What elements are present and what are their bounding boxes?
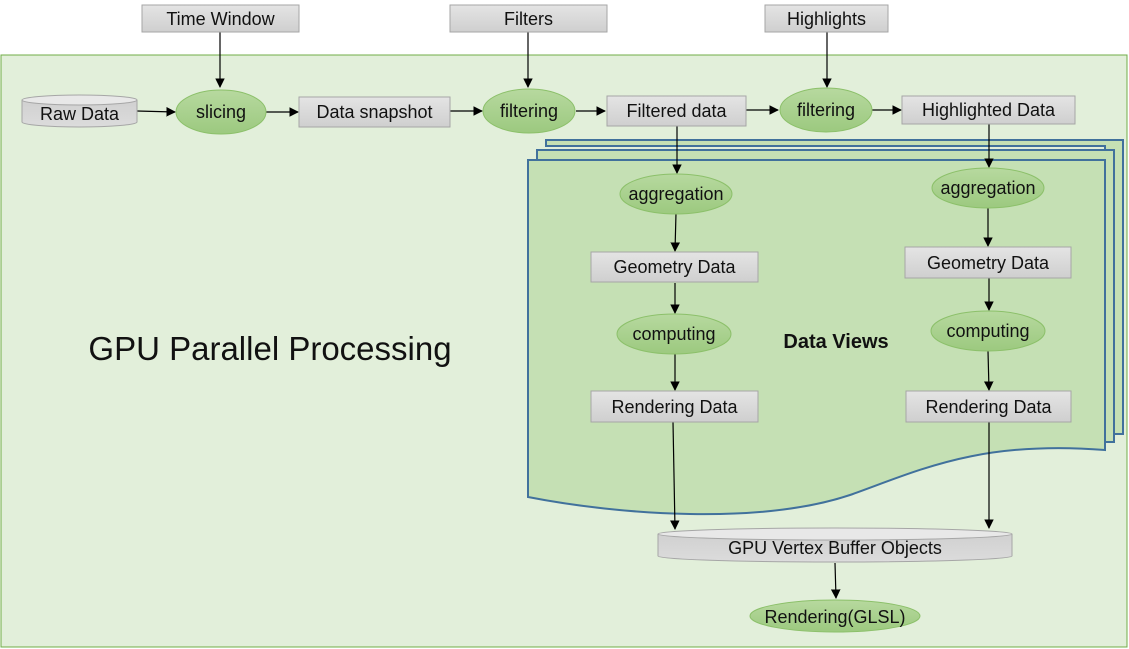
right-computing-node: computing <box>930 310 1046 352</box>
gpu-region-label: GPU Parallel Processing <box>88 330 451 367</box>
time-window-box: Time Window <box>141 4 300 33</box>
right-computing-label: computing <box>946 321 1029 341</box>
filtered-data-box: Filtered data <box>606 95 747 127</box>
filtered-data-label: Filtered data <box>626 101 727 121</box>
data-snapshot-label: Data snapshot <box>316 102 432 122</box>
highlights-box: Highlights <box>764 4 889 33</box>
left-geometry-box: Geometry Data <box>590 251 759 283</box>
left-computing-label: computing <box>632 324 715 344</box>
connectors <box>136 32 994 599</box>
highlights-label: Highlights <box>787 9 866 29</box>
filtering-node-1: filtering <box>482 88 576 134</box>
right-aggregation-label: aggregation <box>940 178 1035 198</box>
filtering-label-1: filtering <box>500 101 558 121</box>
left-rendering-label: Rendering Data <box>611 397 738 417</box>
time-window-label: Time Window <box>166 9 275 29</box>
slicing-label: slicing <box>196 102 246 122</box>
right-aggregation-node: aggregation <box>931 167 1045 209</box>
left-rendering-box: Rendering Data <box>590 390 759 423</box>
raw-data-cylinder: Raw Data <box>21 94 138 128</box>
left-aggregation-label: aggregation <box>628 184 723 204</box>
vbo-cylinder: GPU Vertex Buffer Objects <box>657 527 1013 563</box>
rendering-glsl-node: Rendering(GLSL) <box>749 599 921 633</box>
vbo-label: GPU Vertex Buffer Objects <box>728 538 942 558</box>
left-aggregation-node: aggregation <box>619 173 733 215</box>
left-computing-node: computing <box>616 313 732 355</box>
filters-label: Filters <box>504 9 553 29</box>
right-geometry-label: Geometry Data <box>927 253 1050 273</box>
data-snapshot-box: Data snapshot <box>298 96 451 128</box>
right-rendering-box: Rendering Data <box>905 390 1072 423</box>
raw-data-label: Raw Data <box>40 104 120 124</box>
highlighted-data-box: Highlighted Data <box>901 95 1076 125</box>
rendering-glsl-label: Rendering(GLSL) <box>764 607 905 627</box>
right-rendering-label: Rendering Data <box>925 397 1052 417</box>
highlighted-data-label: Highlighted Data <box>922 100 1056 120</box>
filters-box: Filters <box>449 4 608 33</box>
slicing-node: slicing <box>175 89 267 135</box>
left-geometry-label: Geometry Data <box>613 257 736 277</box>
data-views-label: Data Views <box>783 331 888 353</box>
filtering-label-2: filtering <box>797 100 855 120</box>
filtering-node-2: filtering <box>779 87 873 133</box>
right-geometry-box: Geometry Data <box>904 246 1072 279</box>
